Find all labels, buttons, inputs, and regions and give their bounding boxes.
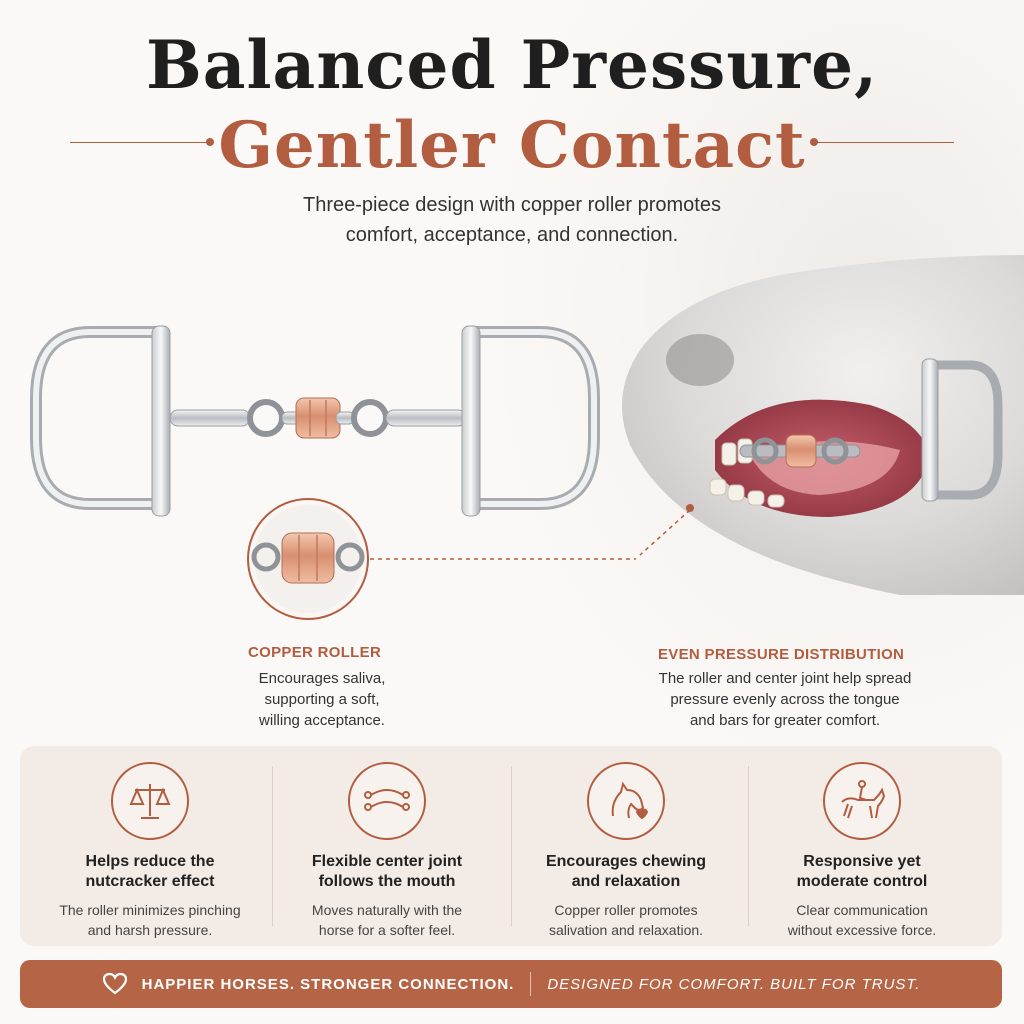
copper-roller-line-3: willing acceptance. [259,712,385,729]
title-rule-dot-left [206,138,214,146]
right-d-ring [461,325,600,517]
copper-roller [295,397,341,439]
benefit-divider [748,766,749,926]
even-pressure-line-3: and bars for greater comfort. [689,712,881,729]
copper-roller-title: COPPER ROLLER [248,644,382,661]
even-pressure-line-2: pressure evenly across the tongue [670,691,900,708]
rider-icon [823,762,901,840]
banner-divider [530,972,532,996]
roller-in-mouth [785,434,817,468]
banner-slogan: HAPPIER HORSES. STRONGER CONNECTION. [141,975,515,993]
right-link-ring [351,399,389,437]
even-pressure-text: The roller and center joint help spread … [630,668,940,731]
right-cannon [385,409,467,427]
copper-roller-zoom [247,498,636,620]
even-pressure-title: EVEN PRESSURE DISTRIBUTION [658,646,905,663]
footer-banner: HAPPIER HORSES. STRONGER CONNECTION. DES… [20,960,1002,1008]
even-pressure-line-1: The roller and center joint help spread [658,670,912,687]
subtitle: Three-piece design with copper roller pr… [200,190,824,250]
title-line-2: Gentler Contact [218,108,806,183]
nostril [666,334,734,386]
copper-roller-line-2: supporting a soft, [264,691,380,708]
d-ring-bit-image [30,325,600,517]
benefit-divider [272,766,273,926]
scales-icon [111,762,189,840]
banner-tagline: DESIGNED FOR COMFORT. BUILT FOR TRUST. [547,975,921,993]
heart-icon [102,972,127,995]
horse-mouth-image [622,255,1024,595]
flexible-joint-icon [348,762,426,840]
subtitle-line-2: comfort, acceptance, and connection. [345,224,679,246]
d-ring-in-mouth [921,358,939,502]
horse-heart-icon [587,762,665,840]
title-rule-left [70,142,210,143]
copper-roller-text: Encourages saliva, supporting a soft, wi… [222,668,422,731]
title-rule-right [812,142,954,143]
subtitle-line-1: Three-piece design with copper roller pr… [303,194,721,216]
left-d-ring [30,325,171,517]
benefit-divider [511,766,512,926]
copper-roller-line-1: Encourages saliva, [258,670,386,687]
left-cannon [169,409,251,427]
left-link-ring [247,399,285,437]
title-line-1: Balanced Pressure, [145,26,879,104]
